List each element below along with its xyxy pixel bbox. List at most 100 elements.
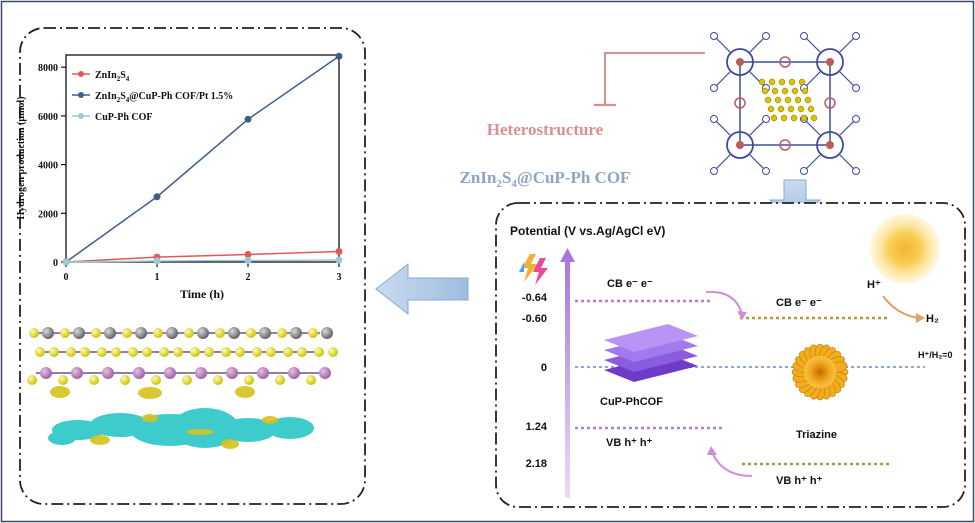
y-tick-label: 8000 <box>38 63 58 74</box>
zis-atom <box>767 105 775 113</box>
sun-icon <box>870 214 940 284</box>
legend-marker-cup <box>78 113 84 119</box>
potential-axis-arrowhead <box>560 248 575 262</box>
data-point <box>244 250 252 258</box>
atom-s <box>111 347 121 357</box>
atom-s <box>297 347 307 357</box>
zis-atom <box>780 114 788 122</box>
atom-s <box>97 347 107 357</box>
chart-y-label: Hydrogen production (μmol) <box>16 96 27 219</box>
atom-s <box>49 347 59 357</box>
x-tick-label: 0 <box>64 272 69 283</box>
zis-atom <box>784 96 792 104</box>
atom-in <box>288 367 300 379</box>
cof-arm <box>749 120 765 136</box>
cof-arm <box>805 71 821 87</box>
zis-atom <box>801 87 809 95</box>
potential-vb-right: 2.18 <box>526 458 547 470</box>
atom-s <box>213 375 223 385</box>
data-point <box>244 257 252 265</box>
atom-s <box>244 375 254 385</box>
series-line-2 <box>65 259 340 263</box>
porphyrin-node <box>816 48 844 76</box>
y-tick-label: 0 <box>53 258 58 269</box>
atom-s <box>89 375 99 385</box>
hole-transfer-arrow <box>711 451 753 477</box>
porphyrin-node <box>726 131 754 159</box>
crystal-structure-image <box>27 327 338 449</box>
atom-s <box>190 347 200 357</box>
h2-label: H₂ <box>926 313 939 325</box>
left-panel-frame <box>19 27 366 505</box>
cup-phcof-label: CuP-PhCOF <box>600 396 663 408</box>
atom-s <box>173 347 183 357</box>
cof-ring <box>800 32 808 40</box>
atom-zn <box>321 327 333 339</box>
cof-ring <box>710 32 718 40</box>
zis-atom <box>810 114 818 122</box>
cof-ring <box>852 32 860 40</box>
atom-s <box>184 328 194 338</box>
linker-ring <box>779 139 791 151</box>
zis-atom <box>764 96 772 104</box>
atom-zn <box>197 327 209 339</box>
zis-atom <box>800 114 808 122</box>
data-point <box>244 115 252 123</box>
cof-arm <box>715 154 731 170</box>
x-tick-label: 2 <box>246 272 251 283</box>
cof-frame <box>739 61 831 146</box>
data-point <box>153 257 161 265</box>
cof-ring <box>710 115 718 123</box>
chart-x-label: Time (h) <box>180 287 224 301</box>
band-panel-frame <box>495 202 966 508</box>
atom-s <box>80 347 90 357</box>
atom-s <box>306 375 316 385</box>
chart-plot-area <box>65 54 340 263</box>
atom-s <box>314 347 324 357</box>
hydrogen-evolution-arrowhead <box>916 313 925 323</box>
atom-s <box>60 328 70 338</box>
porphyrin-center <box>826 58 834 66</box>
zis-atom <box>788 78 796 86</box>
heterostructure-label: Heterostructure <box>487 120 604 139</box>
cof-arm <box>749 37 765 53</box>
cb-right-label: CB e⁻ e⁻ <box>776 297 822 309</box>
cof-structure-image <box>710 32 860 175</box>
atom-in <box>71 367 83 379</box>
atom-in <box>102 367 114 379</box>
zis-atom <box>761 87 769 95</box>
atom-s <box>328 347 338 357</box>
atom-s <box>66 347 76 357</box>
atom-s <box>308 328 318 338</box>
porphyrin-center <box>736 58 744 66</box>
atom-zn <box>135 327 147 339</box>
y-tick-label: 4000 <box>38 161 58 172</box>
data-point <box>62 258 70 266</box>
zis-atom <box>781 87 789 95</box>
atom-s <box>182 375 192 385</box>
cof-ring <box>710 84 718 92</box>
zis-atom <box>794 96 802 104</box>
zis-atom <box>790 114 798 122</box>
atom-in <box>195 367 207 379</box>
atom-zn <box>259 327 271 339</box>
cof-ring <box>710 167 718 175</box>
atom-s <box>159 347 169 357</box>
zis-atom <box>807 105 815 113</box>
cof-arm <box>715 37 731 53</box>
zis-atom <box>774 96 782 104</box>
zis-atom <box>791 87 799 95</box>
potential-cb-right: -0.60 <box>522 313 547 325</box>
electron-transfer-arrow <box>705 290 743 315</box>
cof-ring <box>800 167 808 175</box>
zis-atom <box>778 78 786 86</box>
atom-s <box>252 347 262 357</box>
atom-s <box>142 347 152 357</box>
atom-s <box>235 347 245 357</box>
atom-zn <box>290 327 302 339</box>
composite-label: ZnIn2S4@CuP-Ph COF <box>460 168 631 190</box>
atom-s <box>277 328 287 338</box>
potential-zero: 0 <box>541 362 547 374</box>
zis-atom <box>798 78 806 86</box>
atom-in <box>257 367 269 379</box>
